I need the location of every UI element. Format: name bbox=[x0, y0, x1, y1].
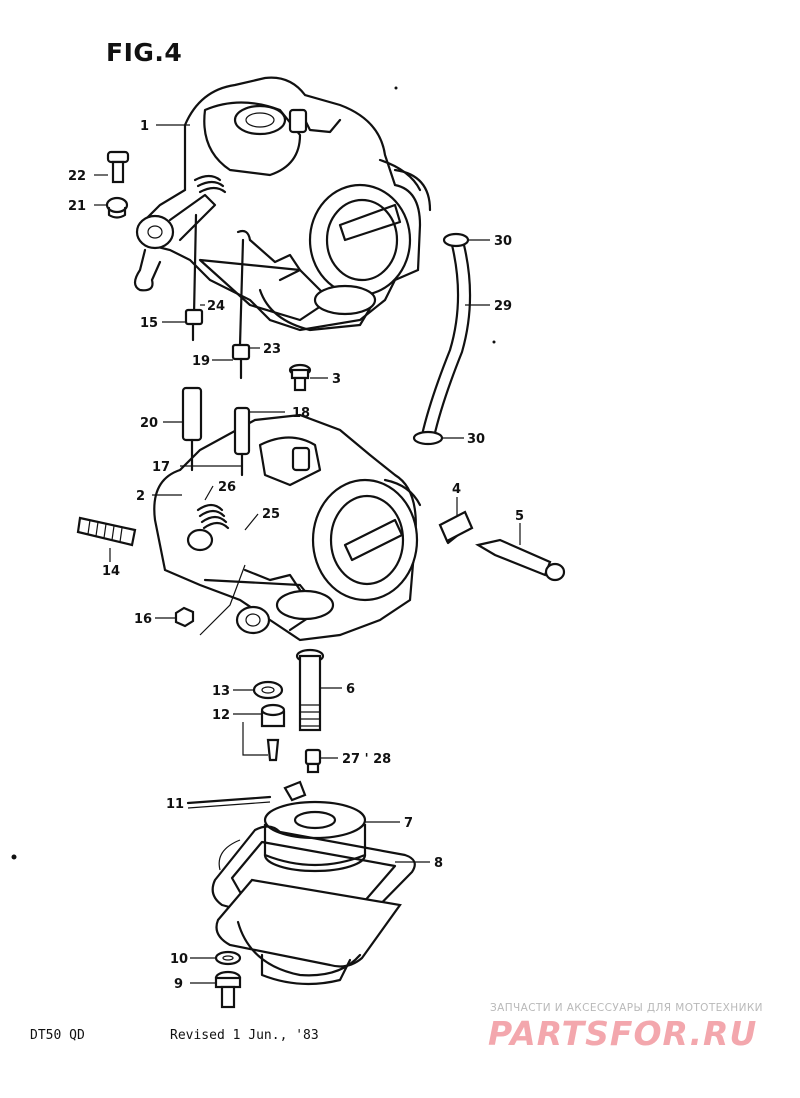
float-bowl bbox=[215, 878, 402, 986]
callout-label: 23 bbox=[263, 342, 281, 357]
callout-label: 5 bbox=[515, 509, 524, 524]
carburetor-body-lower bbox=[153, 413, 422, 642]
float-pin-11 bbox=[186, 795, 272, 809]
carburetor-body-upper bbox=[138, 76, 432, 332]
callout-label: 26 bbox=[218, 480, 236, 495]
scan-dot bbox=[492, 340, 496, 344]
jet-12 bbox=[242, 703, 286, 762]
pilot-rod-24 bbox=[184, 213, 204, 342]
callout-label: 8 bbox=[434, 856, 443, 871]
callout-label: 22 bbox=[68, 169, 86, 184]
callout-label: 29 bbox=[494, 299, 512, 314]
bolt-9 bbox=[214, 970, 242, 1009]
callout-label: 12 bbox=[212, 708, 230, 723]
footer-revision: Revised 1 Jun., '83 bbox=[170, 1028, 319, 1043]
callout-label: 17 bbox=[152, 460, 170, 475]
throttle-spring-lower bbox=[186, 503, 302, 592]
linkage-wire bbox=[199, 564, 246, 636]
pilot-rod-23 bbox=[231, 229, 252, 380]
callout-label: 30 bbox=[494, 234, 512, 249]
callout-label: 15 bbox=[140, 316, 158, 331]
callout-label: 4 bbox=[452, 482, 461, 497]
callout-labels: 1 22 21 15 24 19 23 3 30 29 30 20 18 17 … bbox=[68, 119, 524, 992]
watermark-tagline: ЗАПЧАСТИ И АКСЕССУАРЫ ДЛЯ МОТОТЕХНИКИ bbox=[490, 1002, 763, 1014]
screw-22 bbox=[106, 150, 130, 184]
callout-label: 7 bbox=[404, 816, 413, 831]
callout-label: 11 bbox=[166, 797, 184, 812]
scan-dot bbox=[11, 854, 17, 860]
jet-27-28 bbox=[304, 748, 322, 774]
figure-title: FIG.4 bbox=[106, 38, 183, 67]
scan-dot bbox=[394, 86, 398, 90]
stud-14 bbox=[76, 516, 137, 547]
callout-label: 10 bbox=[170, 952, 188, 967]
callout-label: 30 bbox=[467, 432, 485, 447]
watermark-brand: PARTSFOR.RU bbox=[488, 1014, 758, 1053]
callout-label: 18 bbox=[292, 406, 310, 421]
float-7 bbox=[263, 780, 367, 873]
callout-label: 3 bbox=[332, 372, 341, 387]
gasket-13 bbox=[252, 680, 284, 700]
callout-label: 25 bbox=[262, 507, 280, 522]
screw-3 bbox=[288, 363, 312, 392]
fuel-tube-29 bbox=[412, 232, 472, 446]
leader-lines bbox=[94, 124, 521, 984]
gasket-8 bbox=[211, 825, 416, 938]
callout-label: 27 ' 28 bbox=[342, 752, 391, 767]
callout-label: 20 bbox=[140, 416, 158, 431]
callout-label: 9 bbox=[174, 977, 183, 992]
callout-label: 14 bbox=[102, 564, 120, 579]
idle-screw-5 bbox=[475, 538, 566, 582]
callout-label: 19 bbox=[192, 354, 210, 369]
main-nozzle-6 bbox=[295, 648, 325, 732]
callout-label: 13 bbox=[212, 684, 230, 699]
nut-16 bbox=[174, 606, 195, 628]
callout-label: 24 bbox=[207, 299, 225, 314]
pilot-rod-18 bbox=[233, 406, 251, 477]
pilot-rod-20 bbox=[181, 386, 203, 472]
callout-label: 2 bbox=[136, 489, 145, 504]
callout-label: 21 bbox=[68, 199, 86, 214]
callout-label: 6 bbox=[346, 682, 355, 697]
footer-model: DT50 QD bbox=[30, 1028, 85, 1043]
spring-4 bbox=[438, 510, 474, 545]
callout-label: 1 bbox=[140, 119, 149, 134]
clip-21 bbox=[105, 196, 129, 219]
washer-10 bbox=[214, 950, 242, 966]
callout-label: 16 bbox=[134, 612, 152, 627]
throttle-lever-upper bbox=[133, 174, 302, 292]
